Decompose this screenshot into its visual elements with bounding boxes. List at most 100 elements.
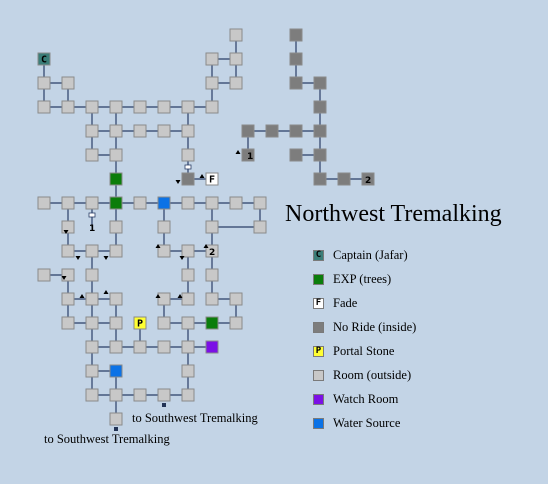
- room-exp[interactable]: [109, 196, 123, 210]
- room-room[interactable]: [61, 292, 75, 306]
- room-room[interactable]: [205, 244, 219, 258]
- room-room[interactable]: [229, 76, 243, 90]
- room-noride[interactable]: [289, 52, 303, 66]
- room-noride[interactable]: [289, 76, 303, 90]
- room-room[interactable]: [205, 52, 219, 66]
- room-room[interactable]: [109, 148, 123, 162]
- room-room[interactable]: [181, 316, 195, 330]
- room-room[interactable]: [85, 316, 99, 330]
- room-room[interactable]: [205, 196, 219, 210]
- room-fade[interactable]: F: [205, 172, 219, 186]
- room-room[interactable]: [253, 196, 267, 210]
- room-room[interactable]: [181, 196, 195, 210]
- room-exp[interactable]: [205, 316, 219, 330]
- room-room[interactable]: [109, 412, 123, 426]
- room-noride[interactable]: [289, 148, 303, 162]
- room-room[interactable]: [85, 292, 99, 306]
- legend-label-captain: Captain (Jafar): [333, 248, 408, 262]
- room-room[interactable]: [205, 76, 219, 90]
- room-room[interactable]: [37, 100, 51, 114]
- room-room[interactable]: [157, 340, 171, 354]
- room-noride[interactable]: [181, 172, 195, 186]
- room-room[interactable]: [181, 100, 195, 114]
- room-noride[interactable]: [265, 124, 279, 138]
- room-room[interactable]: [181, 388, 195, 402]
- room-room[interactable]: [205, 268, 219, 282]
- room-captain[interactable]: C: [37, 52, 51, 66]
- room-room[interactable]: [229, 52, 243, 66]
- room-room[interactable]: [181, 340, 195, 354]
- room-noride[interactable]: [289, 124, 303, 138]
- room-room[interactable]: [157, 100, 171, 114]
- room-room[interactable]: [85, 388, 99, 402]
- room-room[interactable]: [229, 316, 243, 330]
- room-room[interactable]: [133, 340, 147, 354]
- room-room[interactable]: [61, 196, 75, 210]
- room-room[interactable]: [109, 244, 123, 258]
- room-room[interactable]: [157, 388, 171, 402]
- room-room[interactable]: [85, 196, 99, 210]
- room-room[interactable]: [181, 148, 195, 162]
- room-noride[interactable]: [241, 148, 255, 162]
- room-noride[interactable]: [289, 28, 303, 42]
- room-room[interactable]: [229, 196, 243, 210]
- room-room[interactable]: [109, 316, 123, 330]
- room-water[interactable]: [157, 196, 171, 210]
- room-room[interactable]: [157, 244, 171, 258]
- room-room[interactable]: [229, 28, 243, 42]
- room-watch[interactable]: [205, 340, 219, 354]
- room-room[interactable]: [85, 340, 99, 354]
- room-room[interactable]: [157, 124, 171, 138]
- room-number-label: 2: [365, 176, 371, 186]
- room-room[interactable]: [157, 292, 171, 306]
- room-room[interactable]: [205, 220, 219, 234]
- room-room[interactable]: [133, 196, 147, 210]
- room-exp[interactable]: [109, 172, 123, 186]
- room-room[interactable]: [85, 268, 99, 282]
- room-room[interactable]: [181, 268, 195, 282]
- room-room[interactable]: [157, 316, 171, 330]
- room-room[interactable]: [181, 292, 195, 306]
- room-noride[interactable]: [337, 172, 351, 186]
- down-exit-marker: [63, 230, 69, 234]
- room-noride[interactable]: [313, 76, 327, 90]
- room-room[interactable]: [61, 76, 75, 90]
- room-room[interactable]: [181, 364, 195, 378]
- room-room[interactable]: [85, 124, 99, 138]
- room-noride[interactable]: [361, 172, 375, 186]
- room-room[interactable]: [61, 100, 75, 114]
- room-room[interactable]: [133, 124, 147, 138]
- room-noride[interactable]: [313, 148, 327, 162]
- room-room[interactable]: [85, 100, 99, 114]
- room-room[interactable]: [109, 388, 123, 402]
- room-room[interactable]: [85, 244, 99, 258]
- room-room[interactable]: [181, 124, 195, 138]
- room-room[interactable]: [229, 292, 243, 306]
- room-room[interactable]: [205, 100, 219, 114]
- room-room[interactable]: [61, 316, 75, 330]
- room-room[interactable]: [133, 388, 147, 402]
- room-room[interactable]: [109, 124, 123, 138]
- room-room[interactable]: [109, 340, 123, 354]
- room-room[interactable]: [37, 196, 51, 210]
- room-room[interactable]: [37, 76, 51, 90]
- room-room[interactable]: [109, 100, 123, 114]
- room-room[interactable]: [157, 220, 171, 234]
- room-room[interactable]: [37, 268, 51, 282]
- room-room[interactable]: [61, 220, 75, 234]
- room-portal[interactable]: P: [133, 316, 147, 330]
- room-room[interactable]: [181, 244, 195, 258]
- room-room[interactable]: [253, 220, 267, 234]
- room-noride[interactable]: [313, 100, 327, 114]
- room-room[interactable]: [85, 148, 99, 162]
- room-room[interactable]: [109, 292, 123, 306]
- room-room[interactable]: [85, 364, 99, 378]
- room-noride[interactable]: [313, 172, 327, 186]
- room-noride[interactable]: [313, 124, 327, 138]
- room-room[interactable]: [205, 292, 219, 306]
- room-room[interactable]: [133, 100, 147, 114]
- room-noride[interactable]: [241, 124, 255, 138]
- room-water[interactable]: [109, 364, 123, 378]
- room-room[interactable]: [109, 220, 123, 234]
- room-room[interactable]: [61, 244, 75, 258]
